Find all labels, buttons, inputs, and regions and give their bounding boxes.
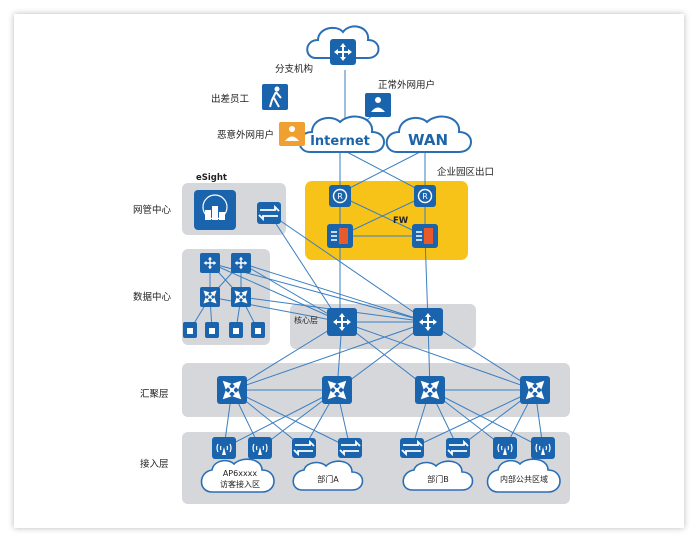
switch-icon [257,202,281,224]
switch-icon [446,438,470,458]
internet-cloud: Internet [298,115,385,153]
aggregation-zone [182,363,570,417]
svg-text:R: R [422,192,428,201]
guest-zone-line2: 访客接入区 [220,479,260,489]
person-icon [365,93,391,117]
person-icon [279,122,305,146]
access-zone [182,432,570,504]
nms-switch [257,202,281,224]
public-zone-label: 内部公共区域 [500,474,548,484]
public-zone-cloud: 内部公共区域 [486,458,561,493]
ap-3 [493,437,517,459]
firewall-2 [412,224,438,248]
branch-label: 分支机构 [275,63,313,75]
access-switch-1 [292,438,316,458]
guest-zone-cloud: AP6xxxx 访客接入区 [200,458,275,493]
dc-switches [200,253,251,307]
access-switch-4 [446,438,470,458]
egress-router-1: R [329,185,351,207]
core-switch-2 [413,308,443,336]
dc-servers [183,322,265,338]
access-label: 接入层 [140,458,169,470]
business-trip-label: 出差员工 [211,93,250,105]
business-trip-user [262,84,288,110]
egress-router-2: R [414,185,436,207]
dept-a-label: 部门A [317,474,339,484]
normal-user [365,93,391,117]
fw-label: FW [393,216,409,226]
core-switch-1 [327,308,357,336]
wan-cloud: WAN [385,115,472,153]
agg-switch-1 [217,376,247,404]
access-switch-2 [338,438,362,458]
ap-2 [248,437,272,459]
agg-switch-3 [415,376,445,404]
malicious-user [279,122,305,146]
switch-icon [292,438,316,458]
core-label: 核心层 [294,315,318,325]
esight-server [194,190,236,230]
router-icon [414,185,436,207]
cloud-icon [402,460,474,491]
malicious-user-label: 恶意外网用户 [217,129,274,141]
nms-center-label: 网管中心 [133,204,172,216]
svg-text:R: R [337,192,343,201]
ap-1 [212,437,236,459]
switch-icon [338,438,362,458]
agg-switch-2 [322,376,352,404]
access-switch-3 [400,438,424,458]
guest-zone-line1: AP6xxxx [223,469,258,478]
normal-user-label: 正常外网用户 [378,79,435,91]
branch-cloud [306,25,380,65]
dept-b-label: 部门B [427,474,449,484]
cloud-icon [200,458,275,493]
internet-label: Internet [310,134,370,149]
egress-label: 企业园区出口 [437,166,494,178]
switch-icon [400,438,424,458]
agg-switch-4 [520,376,550,404]
wan-label: WAN [408,131,448,149]
firewall-1 [327,224,353,248]
aggregation-label: 汇聚层 [140,389,169,400]
person-icon [262,84,288,110]
ap-4 [531,437,555,459]
dept-b-cloud: 部门B [402,460,474,491]
esight-label: eSight [196,173,227,183]
router-icon [329,185,351,207]
cloud-icon [486,458,561,493]
data-center-label: 数据中心 [133,291,172,303]
dept-a-cloud: 部门A [292,460,364,491]
cloud-icon [292,460,364,491]
